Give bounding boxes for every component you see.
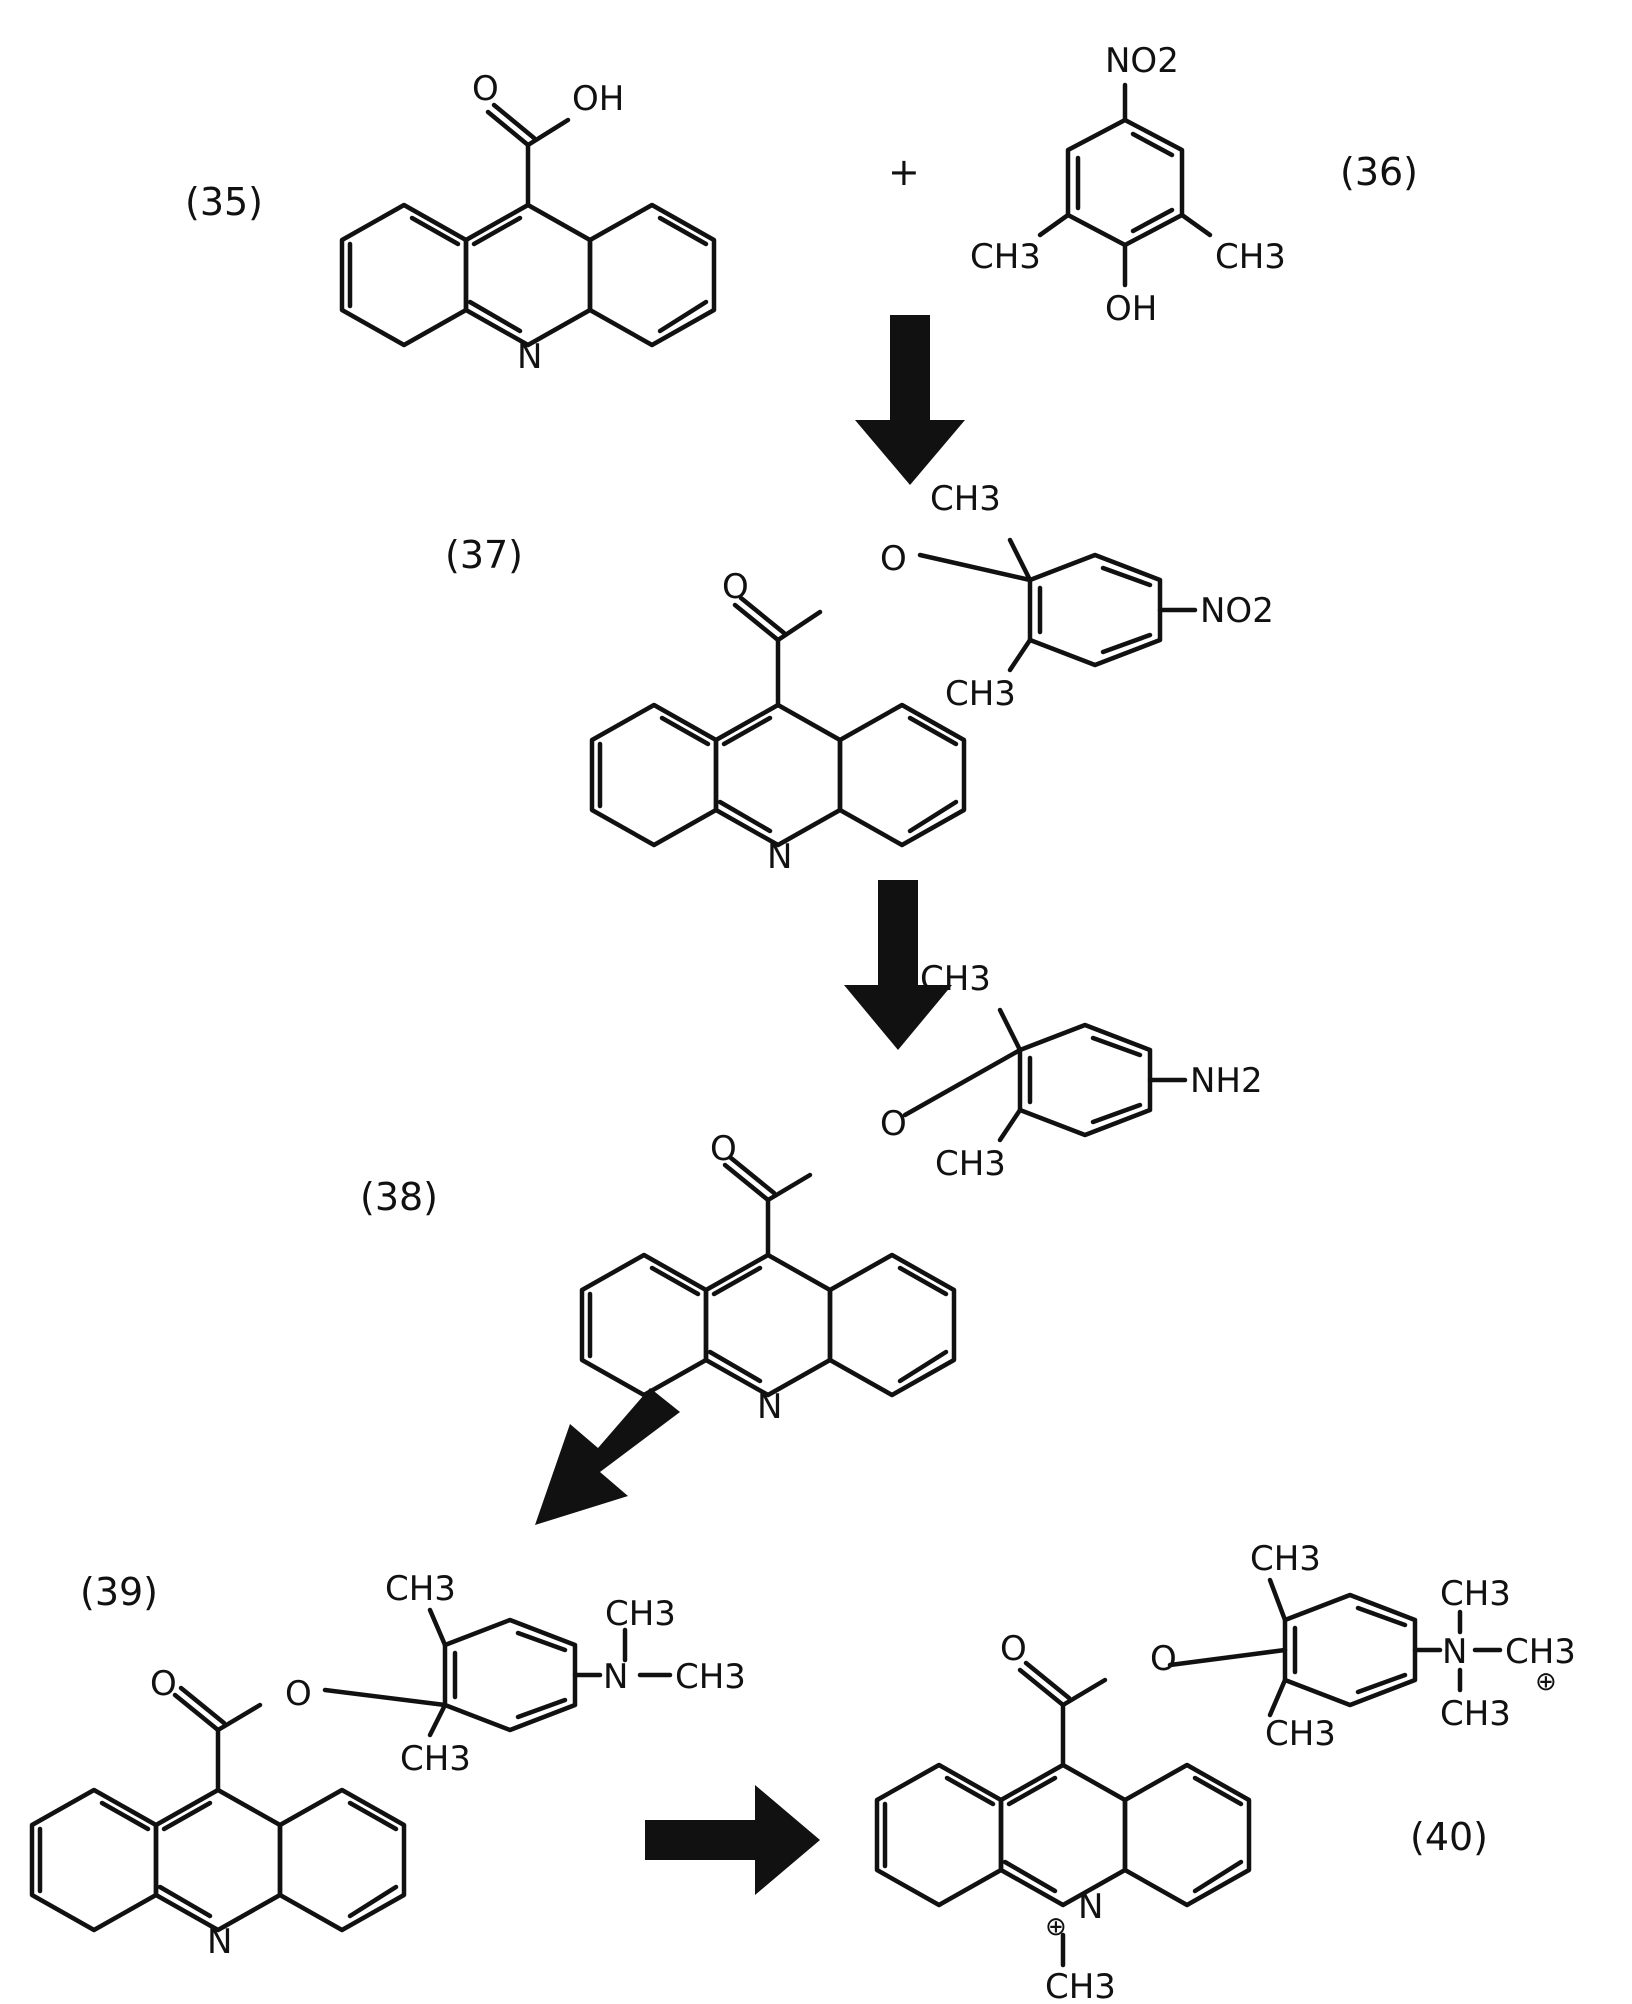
atom-n-39: N <box>207 1922 232 1962</box>
plus-sign: + <box>888 150 920 194</box>
group-ch3-n-right-39: CH3 <box>675 1657 746 1697</box>
group-ch3-n-acridinium-40: CH3 <box>1045 1967 1116 2004</box>
nitrophenyl-ring-37 <box>920 540 1195 670</box>
block-arrow-icon <box>645 1785 820 1895</box>
acridine-core-38 <box>582 1158 954 1395</box>
atom-n-dimethyl-39: N <box>603 1657 628 1697</box>
atom-o-carbonyl-38: O <box>710 1129 737 1169</box>
arrow-38-to-39 <box>535 1388 680 1525</box>
arrow-35-to-37 <box>855 315 965 485</box>
block-arrow-icon <box>535 1388 680 1525</box>
molecule-38: O O CH3 CH3 NH2 N <box>582 959 1263 1427</box>
acridine-core-35 <box>342 105 714 345</box>
arrow-39-to-40 <box>645 1785 820 1895</box>
group-ch3-bottom-38: CH3 <box>935 1144 1006 1184</box>
atom-n-37: N <box>767 837 792 877</box>
group-no2-36: NO2 <box>1105 41 1179 81</box>
phenol-ring-36 <box>1040 85 1210 285</box>
atom-n-35: N <box>517 337 542 377</box>
acridine-core-37 <box>592 598 964 845</box>
plus-charge-icon: ⊕ <box>1535 1667 1557 1697</box>
group-ch3-n-bottom-40: CH3 <box>1440 1694 1511 1734</box>
compound-label-37: (37) <box>445 533 523 577</box>
group-ch3-top-38: CH3 <box>920 959 991 999</box>
group-ch3-bottom-40: CH3 <box>1265 1714 1336 1754</box>
atom-n-38: N <box>757 1387 782 1427</box>
atom-oh-35: OH <box>572 79 624 119</box>
group-ch3-top-40: CH3 <box>1250 1539 1321 1579</box>
group-ch3-n-right-40: CH3 <box>1505 1632 1576 1672</box>
group-ch3-top-39: CH3 <box>385 1569 456 1609</box>
atom-o-ester-40: O <box>1150 1639 1177 1679</box>
atom-o-ester-39: O <box>285 1674 312 1714</box>
atom-o-ester-38: O <box>880 1104 907 1144</box>
aminophenyl-ring-38 <box>905 1010 1185 1140</box>
atom-o-carbonyl-37: O <box>722 567 749 607</box>
group-ch3-top-37: CH3 <box>930 479 1001 519</box>
molecule-40: O O CH3 CH3 N CH3 CH3 CH3 N CH3 ⊕ ⊕ <box>877 1539 1576 2004</box>
molecule-36: NO2 CH3 CH3 OH <box>970 41 1286 329</box>
block-arrow-icon <box>855 315 965 485</box>
group-no2-37: NO2 <box>1200 591 1274 631</box>
group-ch3-bottom-39: CH3 <box>400 1739 471 1779</box>
molecule-39: O O CH3 CH3 N CH3 CH3 N <box>32 1569 746 1962</box>
atom-o-carbonyl-40: O <box>1000 1629 1027 1669</box>
atom-o-35: O <box>472 69 499 109</box>
molecule-37: O O CH3 CH3 NO2 N <box>592 479 1274 877</box>
group-ch3-right-36: CH3 <box>1215 237 1286 277</box>
group-ch3-n-top-40: CH3 <box>1440 1574 1511 1614</box>
atom-o-ester-37: O <box>880 539 907 579</box>
group-nh2-38: NH2 <box>1190 1061 1263 1101</box>
compound-label-39: (39) <box>80 1570 158 1614</box>
atom-n-ammonium-40: N <box>1442 1632 1467 1672</box>
compound-label-35: (35) <box>185 180 263 224</box>
group-ch3-bottom-37: CH3 <box>945 674 1016 714</box>
plus-charge-icon: ⊕ <box>1045 1912 1067 1942</box>
compound-label-36: (36) <box>1340 150 1418 194</box>
group-oh-36: OH <box>1105 289 1157 329</box>
acridine-core-39 <box>32 1688 404 1930</box>
compound-label-40: (40) <box>1410 1815 1488 1859</box>
group-ch3-n-top-39: CH3 <box>605 1594 676 1634</box>
group-ch3-left-36: CH3 <box>970 237 1041 277</box>
atom-o-carbonyl-39: O <box>150 1664 177 1704</box>
atom-n-acridinium-40: N <box>1078 1887 1103 1927</box>
molecule-35: O OH N <box>342 69 714 377</box>
compound-label-38: (38) <box>360 1175 438 1219</box>
